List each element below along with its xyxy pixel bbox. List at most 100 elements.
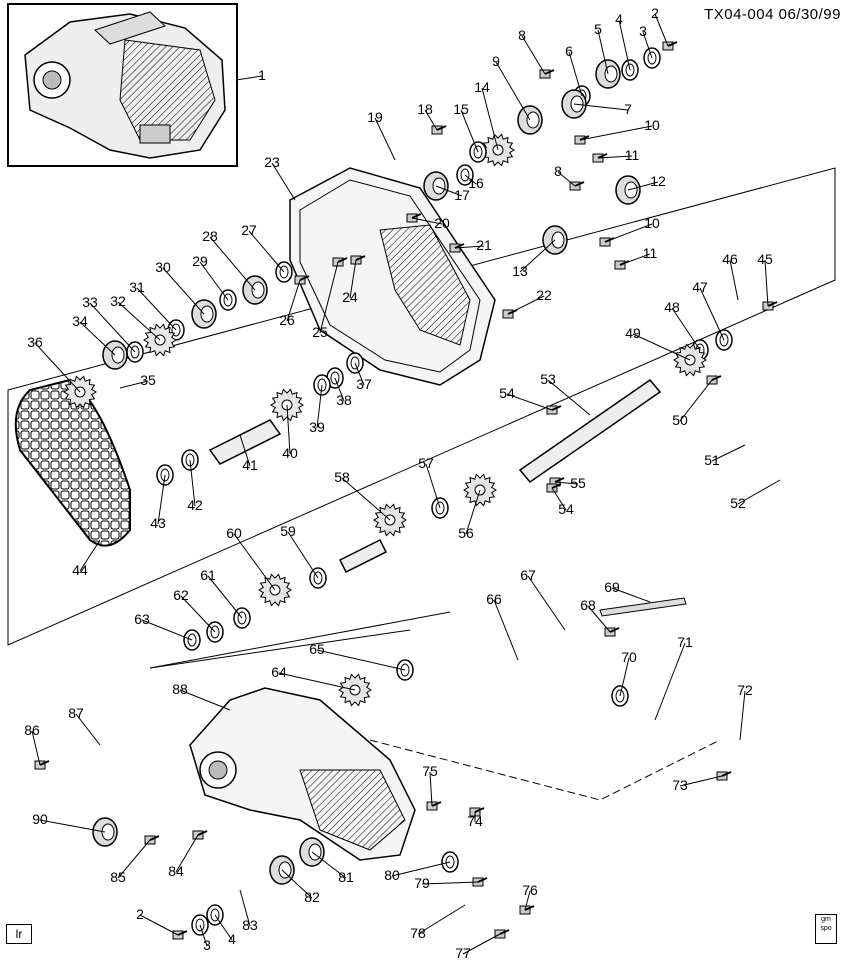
callout-33: 33 xyxy=(82,294,98,310)
callout-15: 15 xyxy=(453,101,469,117)
part-86 xyxy=(34,760,50,770)
callout-22: 22 xyxy=(536,287,552,303)
callout-90: 90 xyxy=(32,811,48,827)
leader-line-57 xyxy=(425,463,441,509)
leader-line-2 xyxy=(654,13,669,47)
callout-88: 88 xyxy=(172,681,188,697)
assembly-frame xyxy=(7,167,836,801)
callout-6: 6 xyxy=(565,43,573,59)
leader-line-87 xyxy=(75,713,101,746)
callout-38: 38 xyxy=(336,392,352,408)
callout-67: 67 xyxy=(520,567,536,583)
leader-line-19 xyxy=(374,117,396,161)
callout-58: 58 xyxy=(334,469,350,485)
shafts xyxy=(208,378,687,617)
callout-27: 27 xyxy=(241,222,257,238)
leader-line-83 xyxy=(239,889,251,927)
leader-line-61 xyxy=(207,575,243,619)
leader-line-42 xyxy=(189,459,196,507)
leader-line-52 xyxy=(737,479,781,505)
leader-line-34 xyxy=(79,321,116,356)
part-75 xyxy=(426,801,442,811)
callout-80: 80 xyxy=(384,867,400,883)
callout-5: 5 xyxy=(594,21,602,37)
leader-line-47 xyxy=(699,287,725,341)
callout-26: 26 xyxy=(279,312,295,328)
leader-line-22 xyxy=(507,295,545,315)
callout-47: 47 xyxy=(692,279,708,295)
leader-line-30 xyxy=(162,267,205,315)
callout-37: 37 xyxy=(356,376,372,392)
leader-line-71 xyxy=(654,642,686,721)
leader-line-72 xyxy=(739,690,746,741)
leader-line-41 xyxy=(239,434,251,467)
leader-line-29 xyxy=(199,261,229,301)
drive-chain xyxy=(14,378,131,547)
leader-line-5 xyxy=(597,29,609,75)
leader-line-37 xyxy=(354,362,365,386)
callout-60: 60 xyxy=(226,525,242,541)
leader-line-81 xyxy=(311,851,347,879)
leader-line-35 xyxy=(119,380,149,389)
leader-line-36 xyxy=(34,342,81,393)
callout-42: 42 xyxy=(187,497,203,513)
leader-line-67 xyxy=(527,575,566,631)
leader-line-60 xyxy=(233,533,276,591)
callout-59: 59 xyxy=(280,523,296,539)
leader-line-10-b xyxy=(604,223,653,243)
leader-line-3-b xyxy=(199,924,208,947)
leader-line-46 xyxy=(729,259,739,301)
callout-57: 57 xyxy=(418,455,434,471)
leader-line-32 xyxy=(117,301,161,341)
lower-case-half xyxy=(189,687,416,861)
leader-line-63 xyxy=(141,619,193,641)
callout-2-b: 2 xyxy=(136,906,144,922)
leader-line-25 xyxy=(319,261,339,334)
callout-13: 13 xyxy=(512,263,528,279)
callout-10-b: 10 xyxy=(644,215,660,231)
callout-62: 62 xyxy=(173,587,189,603)
callout-1: 1 xyxy=(258,67,266,83)
callout-34: 34 xyxy=(72,313,88,329)
shift-rail xyxy=(599,597,687,617)
callout-10: 10 xyxy=(644,117,660,133)
leader-line-43 xyxy=(157,474,166,525)
leader-line-48 xyxy=(671,307,701,351)
callout-3: 3 xyxy=(639,23,647,39)
leader-line-14 xyxy=(481,87,499,151)
part-2-b xyxy=(172,930,188,940)
callout-79: 79 xyxy=(414,875,430,891)
callout-46: 46 xyxy=(722,251,738,267)
callout-16: 16 xyxy=(468,175,484,191)
leader-line-4 xyxy=(618,19,631,71)
part-18 xyxy=(431,125,447,135)
callout-4-b: 4 xyxy=(228,931,236,947)
callout-52: 52 xyxy=(730,495,746,511)
part-50 xyxy=(706,375,722,385)
leader-line-15 xyxy=(460,109,479,153)
leader-line-85 xyxy=(117,839,151,879)
leader-line-11 xyxy=(597,155,633,159)
part-22 xyxy=(502,309,518,319)
logo-text-gm: gm xyxy=(821,916,831,923)
callout-9: 9 xyxy=(492,53,500,69)
callout-54-b: 54 xyxy=(558,501,574,517)
callout-31: 31 xyxy=(129,279,145,295)
callout-83: 83 xyxy=(242,917,258,933)
leader-line-75 xyxy=(429,771,433,807)
callout-32: 32 xyxy=(110,293,126,309)
drawing-code: TX04-004 06/30/99 xyxy=(704,6,841,23)
callout-76: 76 xyxy=(522,882,538,898)
leader-line-49 xyxy=(632,333,691,361)
callout-72: 72 xyxy=(737,682,753,698)
callout-23: 23 xyxy=(264,154,280,170)
callout-14: 14 xyxy=(474,79,490,95)
assembly-inset xyxy=(7,3,238,167)
leader-line-64 xyxy=(278,672,356,691)
leader-line-79 xyxy=(421,881,479,885)
callout-53: 53 xyxy=(540,371,556,387)
leader-line-1 xyxy=(235,75,263,81)
leader-line-27 xyxy=(248,230,285,273)
callout-69: 69 xyxy=(604,579,620,595)
